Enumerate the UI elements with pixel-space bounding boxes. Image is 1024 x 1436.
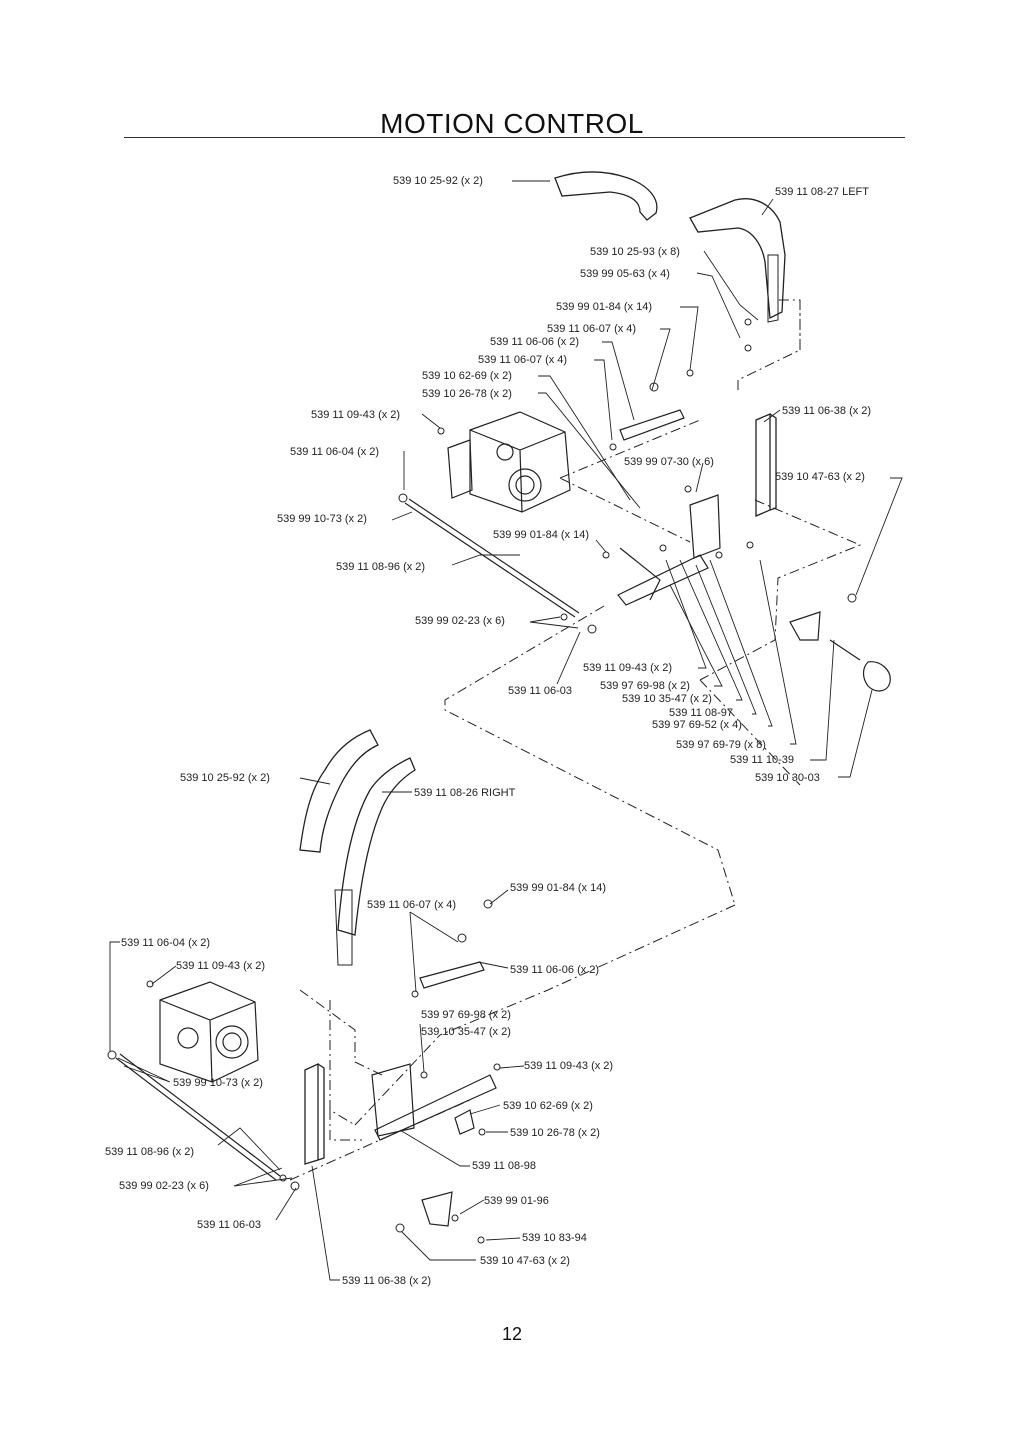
control-shaft-bottom	[374, 1074, 497, 1141]
top-assembly	[398, 171, 891, 1036]
bottom-assembly	[107, 729, 501, 1244]
callout-bottom-14: 539 11 08-96 (x 2)	[105, 1146, 194, 1158]
callout-bottom-16: 539 99 02-23 (x 6)	[119, 1180, 209, 1192]
callout-bottom-7: 539 11 06-06 (x 2)	[510, 964, 599, 976]
control-rod-bottom	[115, 1053, 281, 1181]
page-title: MOTION CONTROL	[380, 108, 644, 139]
callout-top-19: 539 99 02-23 (x 6)	[415, 615, 505, 627]
callout-top-21: 539 11 06-03	[508, 685, 572, 697]
transaxle-pump-right	[159, 981, 259, 1083]
control-shaft-top	[617, 547, 709, 606]
left-lever-bar	[689, 198, 786, 320]
callout-top-22: 539 97 69-98 (x 2)	[600, 680, 690, 692]
callouts-bottom: 539 10 25-92 (x 2) 539 11 08-26 RIGHT 53…	[105, 772, 613, 1287]
callout-lever-right: 539 11 08-26 RIGHT	[414, 787, 516, 799]
damper-bottom	[419, 961, 485, 989]
callout-bottom-15: 539 11 08-98	[472, 1160, 536, 1172]
callout-lever-left: 539 11 08-27 LEFT	[775, 186, 869, 198]
callout-bottom-9: 539 10 35-47 (x 2)	[421, 1026, 511, 1038]
callout-bottom-11: 539 99 10-73 (x 2)	[173, 1077, 263, 1089]
callout-top-25: 539 97 69-52 (x 4)	[652, 719, 742, 731]
mount-plate-top	[689, 494, 721, 559]
left-grip	[554, 171, 658, 221]
right-lever-bracket	[334, 889, 353, 966]
callout-top-8: 539 11 06-07 (x 4)	[478, 354, 567, 366]
damper-block	[454, 1109, 475, 1135]
callout-top-24: 539 11 08-97	[669, 707, 733, 719]
callout-bottom-13: 539 10 26-78 (x 2)	[510, 1127, 600, 1139]
callout-top-5: 539 99 01-84 (x 14)	[556, 301, 652, 313]
callout-top-16: 539 99 10-73 (x 2)	[277, 513, 367, 525]
mount-post-right	[304, 1062, 325, 1165]
callout-top-7: 539 11 06-06 (x 2)	[490, 336, 579, 348]
callout-bottom-21: 539 11 06-38 (x 2)	[342, 1275, 431, 1287]
callout-top-3: 539 10 25-93 (x 8)	[590, 246, 680, 258]
callout-bottom-20: 539 10 47-63 (x 2)	[480, 1255, 570, 1267]
callout-top-4: 539 99 05-63 (x 4)	[580, 268, 670, 280]
bottom-frame-outline	[289, 989, 471, 1181]
adjust-knob	[829, 639, 891, 692]
callout-top-18: 539 11 08-96 (x 2)	[336, 561, 425, 573]
damper-top	[619, 409, 685, 441]
callout-top-13: 539 11 06-04 (x 2)	[290, 446, 379, 458]
callout-grip-right: 539 10 25-92 (x 2)	[180, 772, 270, 784]
callout-bottom-5: 539 11 06-04 (x 2)	[121, 937, 210, 949]
callout-bottom-17: 539 99 01-96	[484, 1195, 549, 1207]
callout-top-17: 539 99 01-84 (x 14)	[493, 529, 589, 541]
mount-post-left	[755, 413, 777, 517]
callout-top-26: 539 97 69-79 (x 8)	[676, 739, 766, 751]
callout-top-28: 539 10 30-03	[755, 772, 820, 784]
bracket-top-right	[789, 611, 821, 641]
callout-bottom-19: 539 10 83-94	[522, 1232, 587, 1244]
callout-bottom-10: 539 11 09-43 (x 2)	[524, 1060, 613, 1072]
control-rod-top	[404, 498, 580, 618]
right-lever-bar	[337, 757, 416, 936]
callout-top-12: 539 11 06-38 (x 2)	[782, 405, 871, 417]
right-grip	[299, 729, 379, 853]
callout-top-20: 539 11 09-43 (x 2)	[583, 662, 672, 674]
callout-top-23: 539 10 35-47 (x 2)	[622, 693, 712, 705]
callout-grip-left: 539 10 25-92 (x 2)	[393, 175, 483, 187]
callout-top-9: 539 10 62-69 (x 2)	[422, 370, 512, 382]
callout-bottom-3: 539 99 01-84 (x 14)	[510, 882, 606, 894]
callout-top-6: 539 11 06-07 (x 4)	[547, 323, 636, 335]
left-lever-bracket	[767, 254, 779, 323]
callout-bottom-6: 539 11 09-43 (x 2)	[176, 960, 265, 972]
mount-plate-bottom	[371, 1063, 415, 1137]
top-frame-outline	[439, 299, 862, 1036]
callout-bottom-4: 539 11 06-07 (x 4)	[367, 899, 456, 911]
callout-bottom-12: 539 10 62-69 (x 2)	[503, 1100, 593, 1112]
transaxle-pump-left	[447, 411, 571, 513]
callout-top-15: 539 10 47-63 (x 2)	[775, 471, 865, 483]
page-number: 12	[501, 1324, 523, 1344]
leader-lines	[109, 180, 903, 1281]
title-rule	[124, 137, 905, 138]
callout-top-27: 539 11 10-39	[730, 754, 794, 766]
callout-top-11: 539 11 09-43 (x 2)	[311, 409, 400, 421]
bracket-bottom	[421, 1191, 453, 1227]
callout-bottom-8: 539 97 69-98 (x 2)	[421, 1009, 511, 1021]
callout-top-10: 539 10 26-78 (x 2)	[422, 388, 512, 400]
callouts-top: 539 10 25-92 (x 2) 539 11 08-27 LEFT 539…	[277, 175, 871, 784]
callout-bottom-18: 539 11 06-03	[197, 1219, 261, 1231]
callout-top-14: 539 99 07-30 (x 6)	[624, 456, 714, 468]
